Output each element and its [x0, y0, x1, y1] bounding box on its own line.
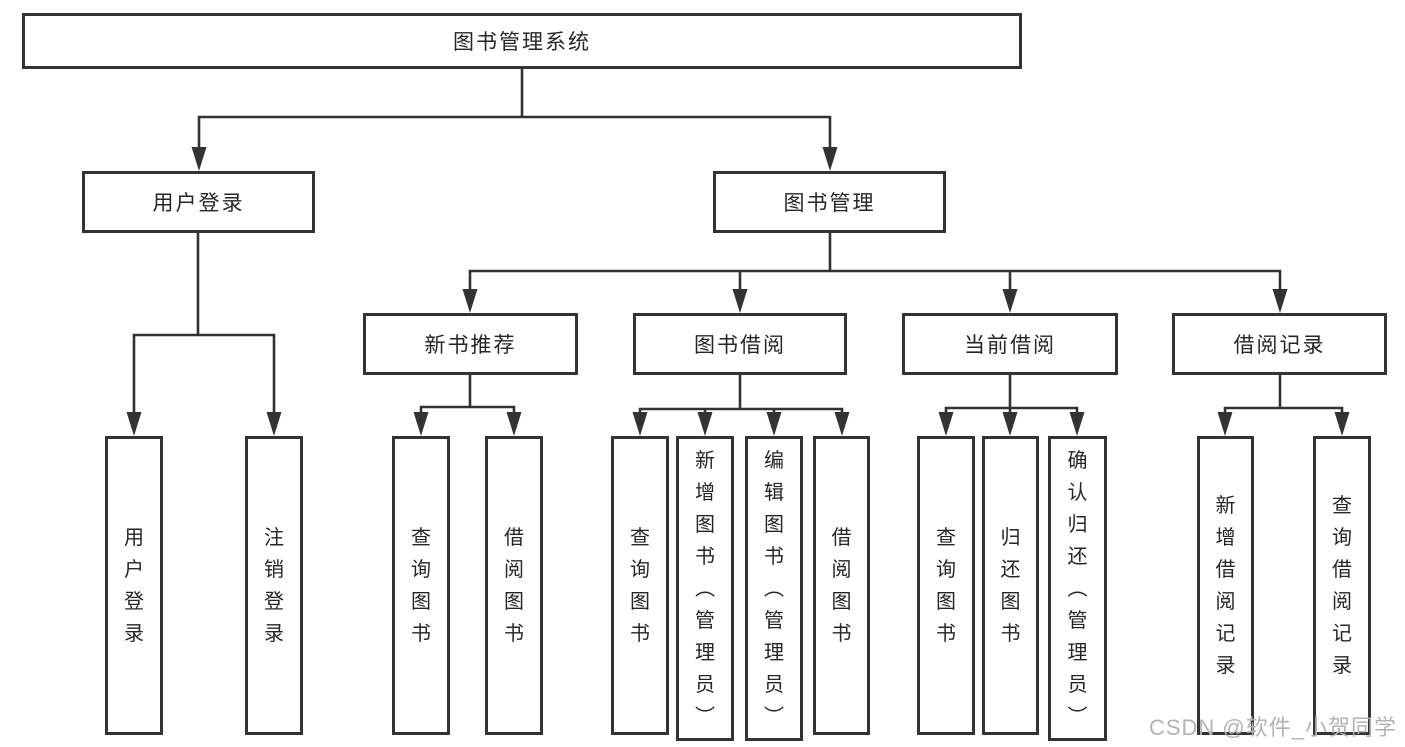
node-root-label: 图书管理系统 [453, 31, 591, 54]
connector-new-book-recommend-children [413, 375, 522, 436]
connector-root-to-branches [191, 69, 838, 171]
node-leaf-query-borrow-record-label: 查询借阅记录 [1332, 494, 1352, 677]
node-leaf-return-books-label: 归还图书 [1000, 526, 1021, 645]
connector-current-borrowing-children [938, 375, 1085, 436]
connector-user-login-children [126, 233, 282, 436]
node-leaf-logout: 注销登录 [245, 436, 303, 735]
node-leaf-edit-books-admin-label: 编辑图书︵管理员︶ [764, 449, 784, 728]
node-user-login-label: 用户登录 [152, 192, 245, 215]
node-leaf-query-borrow-record: 查询借阅记录 [1313, 436, 1371, 735]
node-book-borrowing-label: 图书借阅 [694, 334, 786, 357]
connector-book-management-children [462, 233, 1288, 313]
node-leaf-user-login: 用户登录 [105, 436, 163, 735]
node-root: 图书管理系统 [22, 13, 1022, 69]
node-leaf-return-books: 归还图书 [982, 436, 1039, 735]
node-leaf-query-books-borrowing: 查询图书 [611, 436, 669, 735]
node-leaf-query-books-recommend-label: 查询图书 [411, 526, 431, 645]
node-book-management: 图书管理 [713, 171, 946, 233]
node-leaf-add-books-admin: 新增图书︵管理员︶ [676, 436, 734, 741]
node-leaf-add-books-admin-label: 新增图书︵管理员︶ [695, 449, 715, 728]
node-leaf-confirm-return-admin-label: 确认归还︵管理员︶ [1067, 449, 1088, 728]
node-leaf-edit-books-admin: 编辑图书︵管理员︶ [745, 436, 803, 741]
node-leaf-query-books-recommend: 查询图书 [392, 436, 450, 735]
node-leaf-query-books-current: 查询图书 [917, 436, 975, 735]
node-leaf-borrow-books-recommend: 借阅图书 [485, 436, 543, 735]
node-current-borrowing-label: 当前借阅 [964, 334, 1056, 357]
node-leaf-logout-label: 注销登录 [264, 526, 284, 645]
node-leaf-borrow-books-recommend-label: 借阅图书 [504, 526, 524, 645]
node-leaf-borrow-books-label: 借阅图书 [831, 526, 852, 645]
node-book-management-label: 图书管理 [783, 192, 876, 215]
node-leaf-query-books-current-label: 查询图书 [936, 526, 956, 645]
node-leaf-add-borrow-record: 新增借阅记录 [1197, 436, 1254, 735]
watermark: CSDN @软件_小贺同学 [1148, 715, 1397, 740]
node-borrow-records: 借阅记录 [1172, 313, 1387, 375]
node-leaf-borrow-books: 借阅图书 [813, 436, 870, 735]
node-leaf-query-books-borrowing-label: 查询图书 [630, 526, 650, 645]
node-leaf-user-login-label: 用户登录 [124, 526, 144, 645]
node-new-book-recommend: 新书推荐 [363, 313, 578, 375]
node-new-book-recommend-label: 新书推荐 [424, 334, 517, 357]
node-leaf-confirm-return-admin: 确认归还︵管理员︶ [1048, 436, 1107, 741]
node-user-login: 用户登录 [82, 171, 315, 233]
connector-book-borrowing-children [632, 375, 850, 436]
node-book-borrowing: 图书借阅 [633, 313, 847, 375]
node-current-borrowing: 当前借阅 [902, 313, 1118, 375]
node-leaf-add-borrow-record-label: 新增借阅记录 [1215, 494, 1236, 677]
node-borrow-records-label: 借阅记录 [1233, 334, 1326, 357]
connector-borrow-records-children [1217, 375, 1350, 436]
